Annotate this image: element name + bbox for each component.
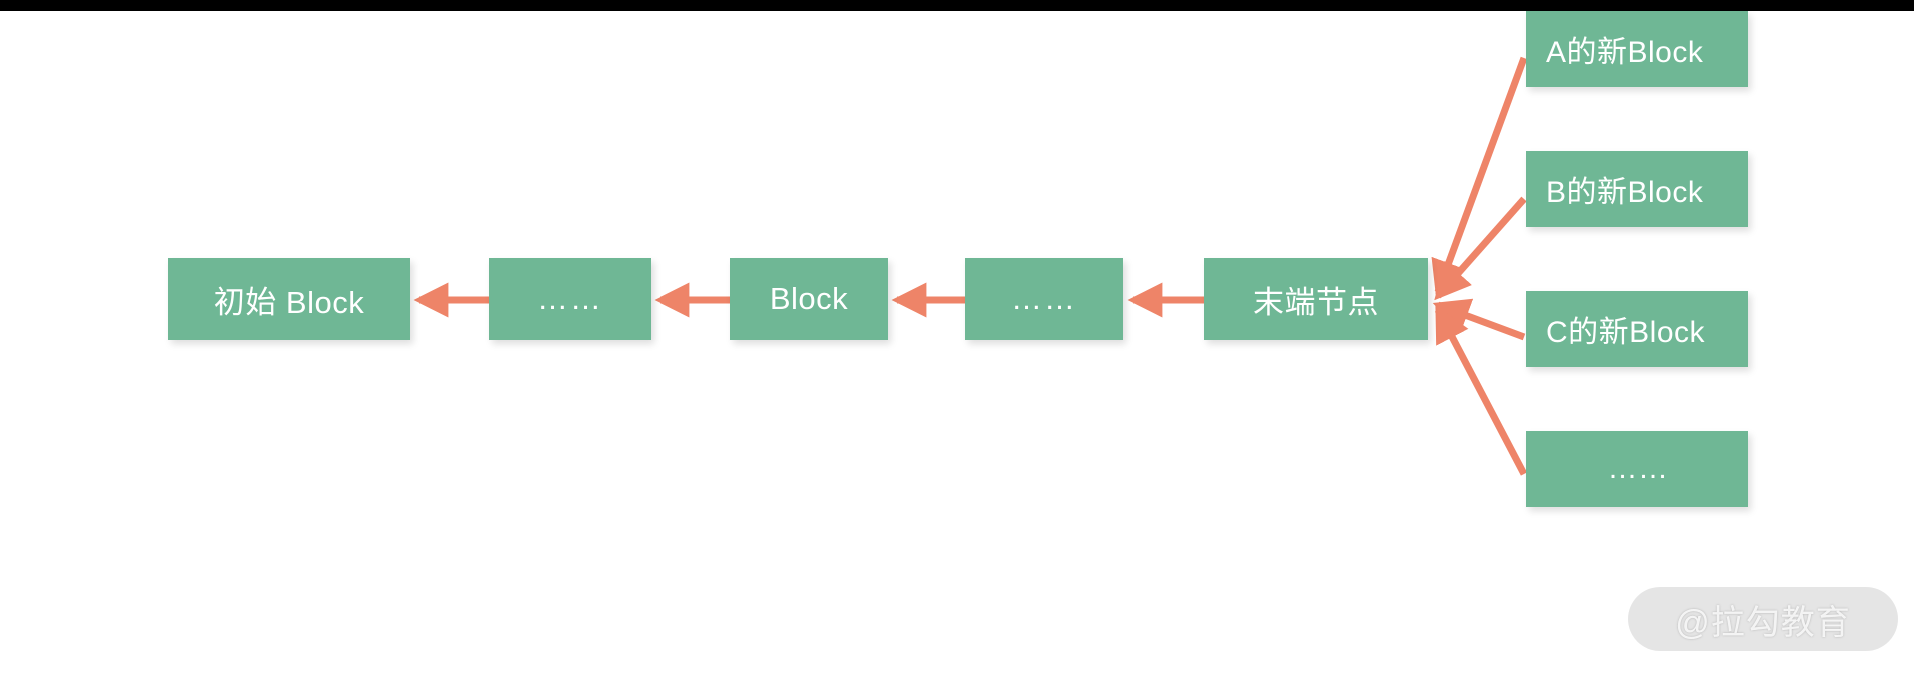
branch-node-c[interactable]: C的新Block (1526, 291, 1748, 367)
branch-node-b-label: B的新Block (1546, 176, 1704, 209)
arrow-branch-b-to-terminal (1434, 196, 1527, 301)
chain-node-ellipsis-2-label: …… (1011, 281, 1077, 316)
chain-node-block-label: Block (769, 281, 849, 316)
chain-node-genesis-label: 初始 Block (213, 284, 365, 320)
branch-node-a[interactable]: A的新Block (1526, 11, 1748, 87)
chain-node-ellipsis-2[interactable]: …… (965, 258, 1123, 340)
arrow-branch-d-to-terminal (1434, 305, 1528, 476)
branch-node-c-label: C的新Block (1546, 316, 1706, 349)
branch-node-b[interactable]: B的新Block (1526, 151, 1748, 227)
letterbox-bar-top (0, 0, 1914, 11)
branch-node-ellipsis[interactable]: …… (1526, 431, 1748, 507)
branch-node-ellipsis-label: …… (1607, 452, 1669, 485)
arrow-branch-c-to-terminal (1432, 298, 1526, 341)
chain-node-terminal[interactable]: 末端节点 (1204, 258, 1428, 340)
chain-node-terminal-label: 末端节点 (1253, 284, 1379, 320)
watermark-text: @拉勾教育 (1675, 603, 1851, 642)
chain-node-block[interactable]: Block (730, 258, 888, 340)
chain-node-genesis[interactable]: 初始 Block (168, 258, 410, 340)
watermark-badge: @拉勾教育 (1628, 587, 1898, 651)
arrow-branch-a-to-terminal (1431, 56, 1528, 298)
chain-node-ellipsis-1[interactable]: …… (489, 258, 651, 340)
chain-node-ellipsis-1-label: …… (537, 281, 603, 316)
branch-node-a-label: A的新Block (1546, 36, 1704, 69)
